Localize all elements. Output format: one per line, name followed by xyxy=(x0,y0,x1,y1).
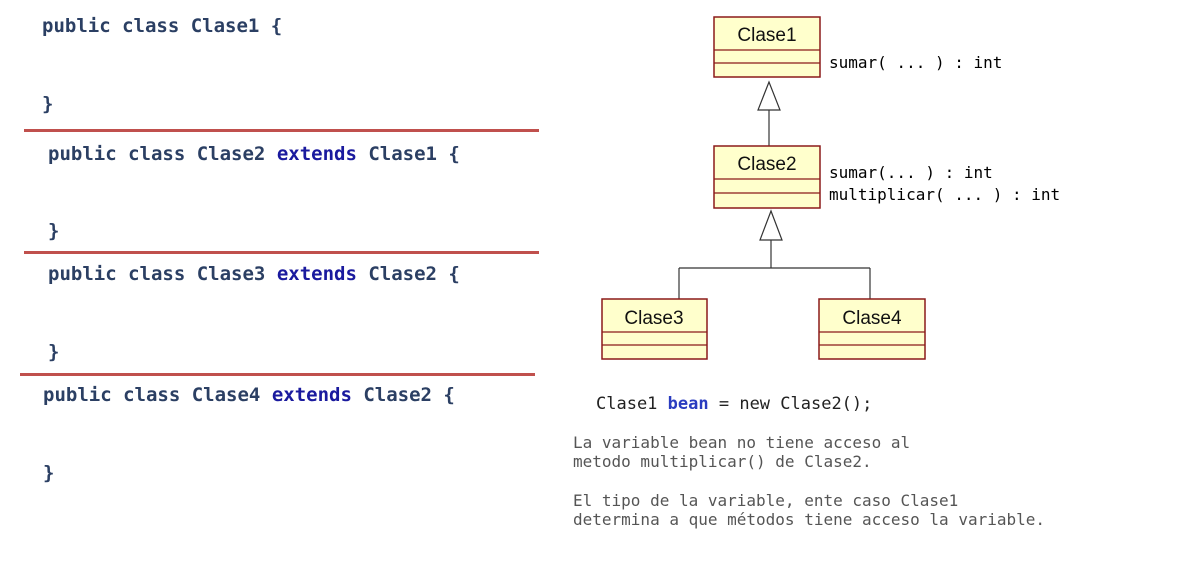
method-label: multiplicar( ... ) : int xyxy=(829,185,1060,204)
note-line: La variable bean no tiene acceso al xyxy=(573,433,911,452)
class-name: Clase2 xyxy=(196,143,266,165)
code-block-clase3: public class Clase3 extends Clase2 { xyxy=(48,263,460,285)
method-label: sumar( ... ) : int xyxy=(829,53,1002,72)
code-keywords: public class xyxy=(48,143,197,165)
close-brace-clase2: } xyxy=(48,220,60,242)
class-box xyxy=(713,145,821,209)
code-block-clase1: public class Clase1 { xyxy=(42,15,282,37)
uml-class-clase1: Clase1 xyxy=(713,16,821,78)
code-block-clase4: public class Clase4 extends Clase2 { xyxy=(43,384,455,406)
declared-type: Clase1 xyxy=(596,394,658,414)
code-keywords: public class xyxy=(48,263,197,285)
method-label: sumar(... ) : int xyxy=(829,163,993,182)
separator-line xyxy=(24,251,539,254)
separator-line xyxy=(20,373,535,376)
open-brace: { xyxy=(436,143,460,165)
parent-class-name: Clase1 xyxy=(368,143,437,165)
code-block-clase2: public class Clase2 extends Clase1 { xyxy=(48,143,460,165)
uml-class-clase4: Clase4 xyxy=(818,298,926,360)
note-line: metodo multiplicar() de Clase2. xyxy=(573,452,872,471)
class-box xyxy=(818,298,926,360)
note-line: El tipo de la variable, ente caso Clase1 xyxy=(573,491,959,510)
extends-keyword: extends xyxy=(276,143,357,165)
code-keywords: public class xyxy=(43,384,192,406)
class-name-label: Clase4 xyxy=(842,308,902,329)
parent-class-name: Clase2 xyxy=(368,263,437,285)
uml-class-clase3: Clase3 xyxy=(601,298,708,360)
inheritance-arrow-icon xyxy=(757,80,781,111)
inheritance-arrow-icon xyxy=(759,209,783,241)
class-name: Clase4 xyxy=(191,384,261,406)
note-type-determines-access: El tipo de la variable, ente caso Clase1… xyxy=(573,491,1045,529)
class-name-label: Clase1 xyxy=(737,25,796,46)
class-name-label: Clase3 xyxy=(624,308,683,329)
close-brace-clase3: } xyxy=(48,341,60,363)
class-name: Clase1 xyxy=(190,15,260,37)
statement-rest: = new Clase2(); xyxy=(708,394,873,414)
extends-keyword: extends xyxy=(276,263,357,285)
uml-class-clase2: Clase2 xyxy=(713,145,821,209)
class-box xyxy=(601,298,708,360)
variable-name: bean xyxy=(667,394,709,414)
close-brace-clase1: } xyxy=(42,93,54,115)
class-box xyxy=(713,16,821,78)
code-keywords: public class xyxy=(42,15,191,37)
extends-keyword: extends xyxy=(271,384,352,406)
class-name-label: Clase2 xyxy=(737,154,796,175)
note-line: determina a que métodos tiene acceso la … xyxy=(573,510,1046,529)
parent-class-name: Clase2 xyxy=(363,384,432,406)
assignment-statement: Clase1 bean = new Clase2(); xyxy=(596,394,872,414)
separator-line xyxy=(24,129,539,132)
class-name: Clase3 xyxy=(196,263,266,285)
open-brace: { xyxy=(436,263,460,285)
close-brace-clase4: } xyxy=(43,462,55,484)
open-brace: { xyxy=(431,384,455,406)
open-brace: { xyxy=(259,15,283,37)
